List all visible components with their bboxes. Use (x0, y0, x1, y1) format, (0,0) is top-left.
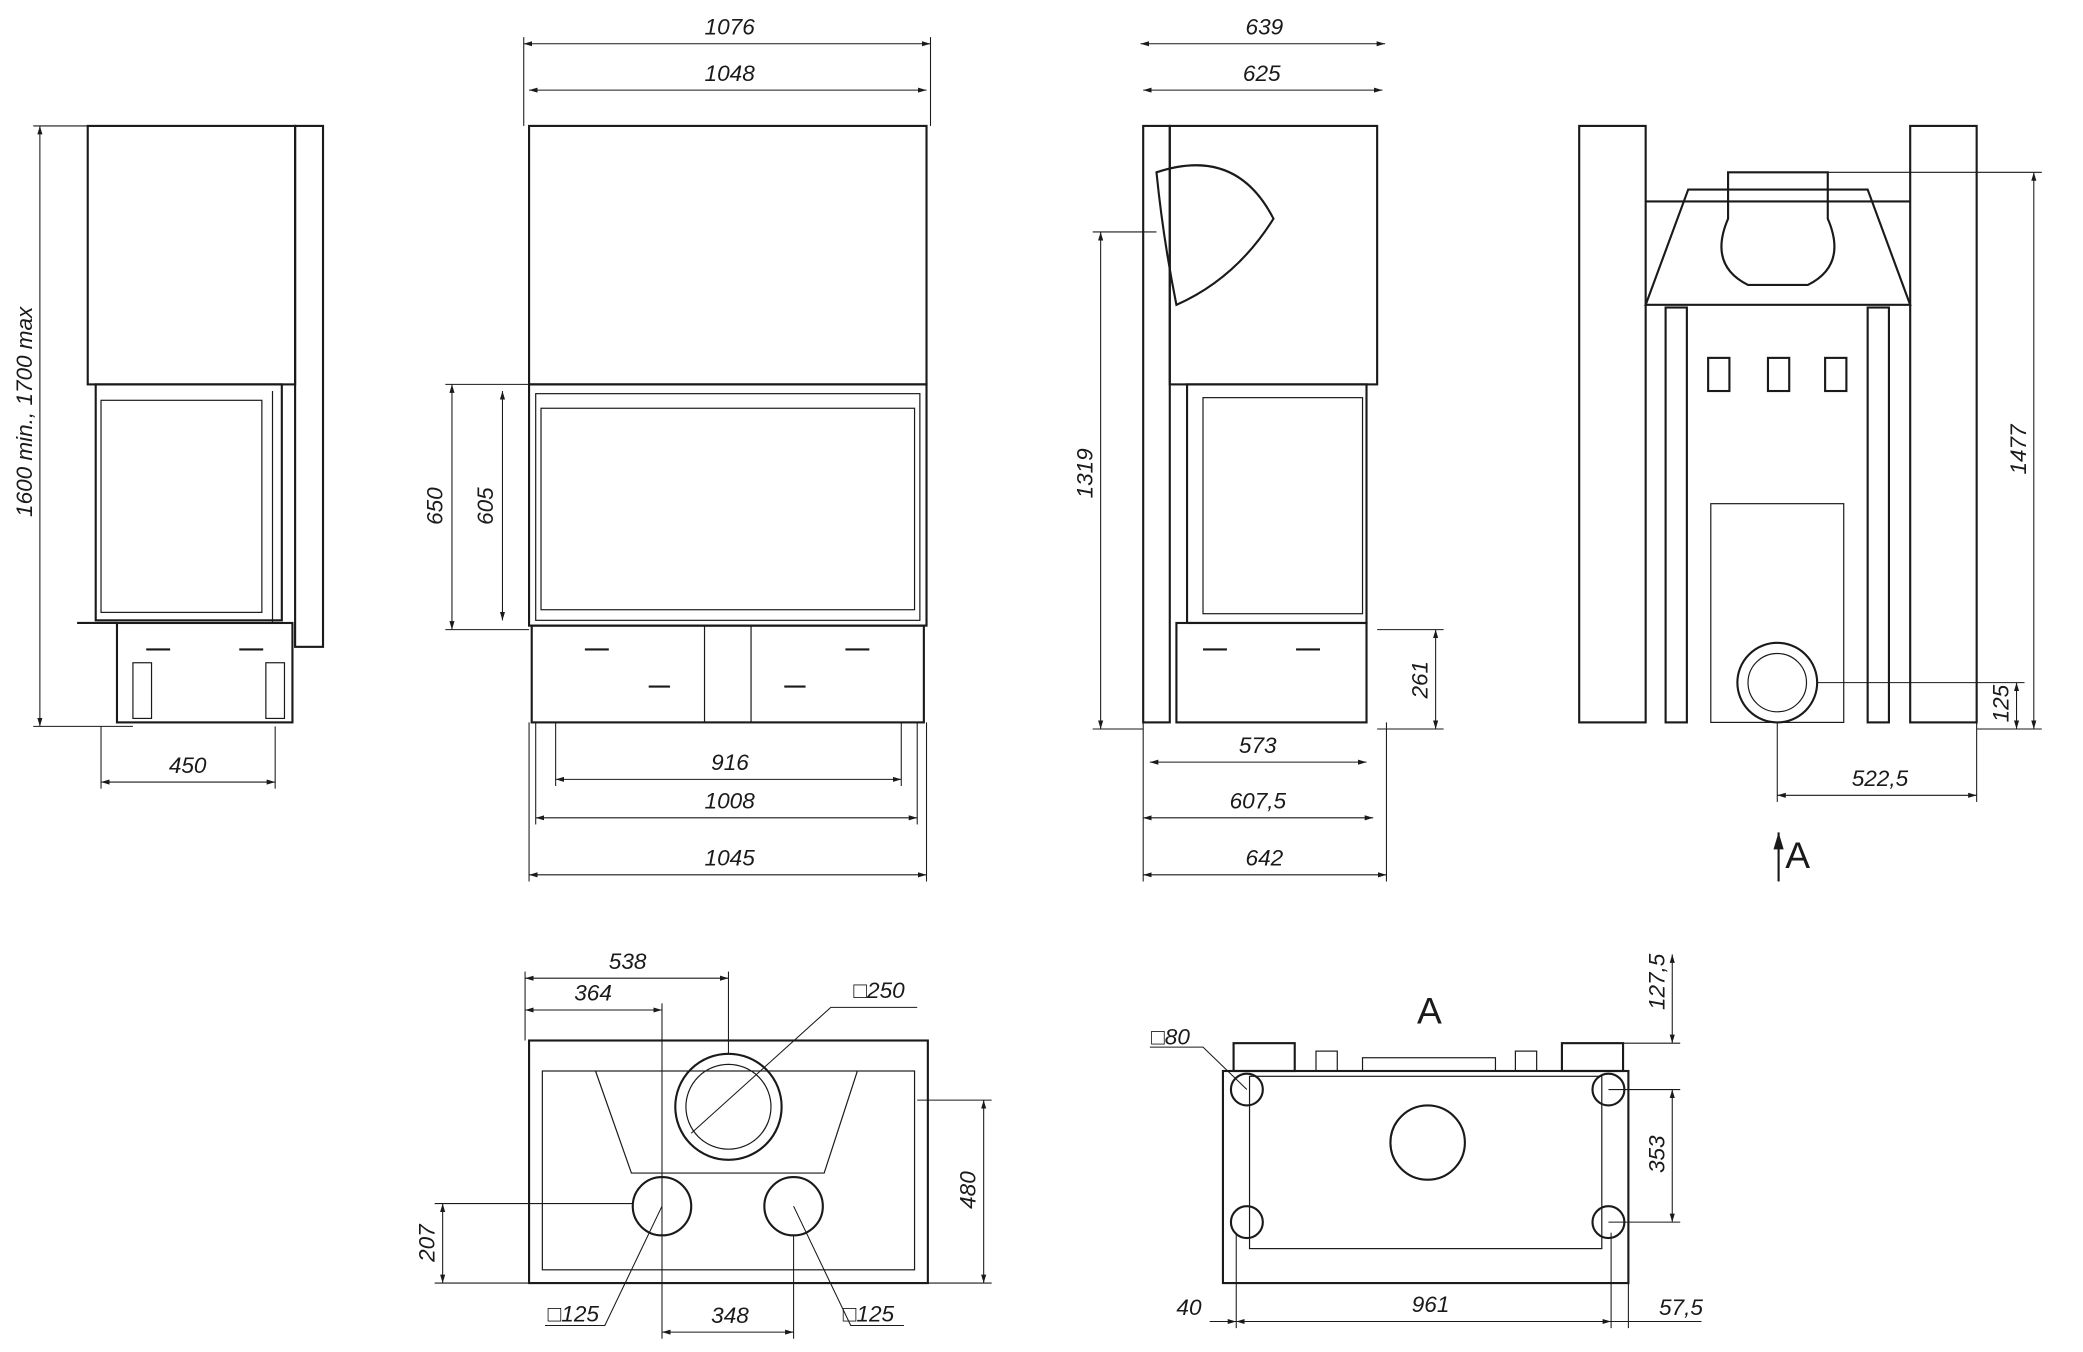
dim-air-depth: 207 (415, 1223, 440, 1263)
label-flue: □250 (853, 978, 905, 1003)
top-view: 538 364 □250 480 207 348 □125 □125 (415, 949, 992, 1339)
dim-d2: 364 (574, 981, 612, 1006)
dim-w-air: 522,5 (1852, 766, 1909, 791)
dim-h-door: 650 (423, 487, 448, 525)
dim-w-frame: 607,5 (1230, 789, 1287, 814)
dim-w-top: 1048 (705, 61, 756, 86)
dim-air-spacing: 348 (711, 1303, 749, 1328)
dim-w-base: 642 (1246, 846, 1284, 871)
dim-feet: 353 (1644, 1135, 1669, 1173)
dim-height: 1600 min., 1700 max (12, 306, 37, 517)
dim-right: 57,5 (1659, 1295, 1703, 1320)
dim-w-base: 1045 (705, 846, 756, 871)
label-air-right: □125 (843, 1302, 895, 1327)
front-view: 1076 1048 650 605 916 1008 1045 (423, 14, 932, 882)
dim-w-frame: 1008 (705, 789, 756, 814)
dim-top: 127,5 (1644, 953, 1669, 1010)
dim-w-glass: 916 (711, 750, 749, 775)
rear-view: 1477 125 522,5 A (1578, 124, 2042, 882)
dim-depth: 450 (169, 753, 207, 778)
dim-h-flue: 1477 (2006, 423, 2031, 475)
dim-h-glass: 605 (473, 487, 498, 525)
label-air-left: □125 (548, 1302, 600, 1327)
dim-d1: 538 (609, 949, 647, 974)
side-view-right: 639 625 1319 261 573 607,5 642 (1073, 14, 1444, 882)
dim-w-glass: 573 (1239, 733, 1277, 758)
dim-w-top: 625 (1243, 61, 1281, 86)
dim-h-base: 261 (1408, 661, 1433, 700)
dim-width: 961 (1412, 1292, 1450, 1317)
dim-w-outer: 639 (1246, 14, 1284, 39)
bottom-view: A □80 127,5 353 40 961 57,5 (1149, 953, 1703, 1329)
view-marker-a: A (1785, 834, 1810, 876)
side-view-left: 1600 min., 1700 max 450 (12, 124, 325, 789)
label-foot: □80 (1151, 1025, 1190, 1050)
dim-w-outer: 1076 (705, 14, 756, 39)
dim-h-air: 125 (1989, 684, 2014, 722)
view-marker-a: A (1417, 989, 1442, 1031)
dim-depth: 480 (956, 1171, 981, 1209)
dim-left: 40 (1176, 1295, 1202, 1320)
dim-h-flue: 1319 (1073, 448, 1098, 499)
